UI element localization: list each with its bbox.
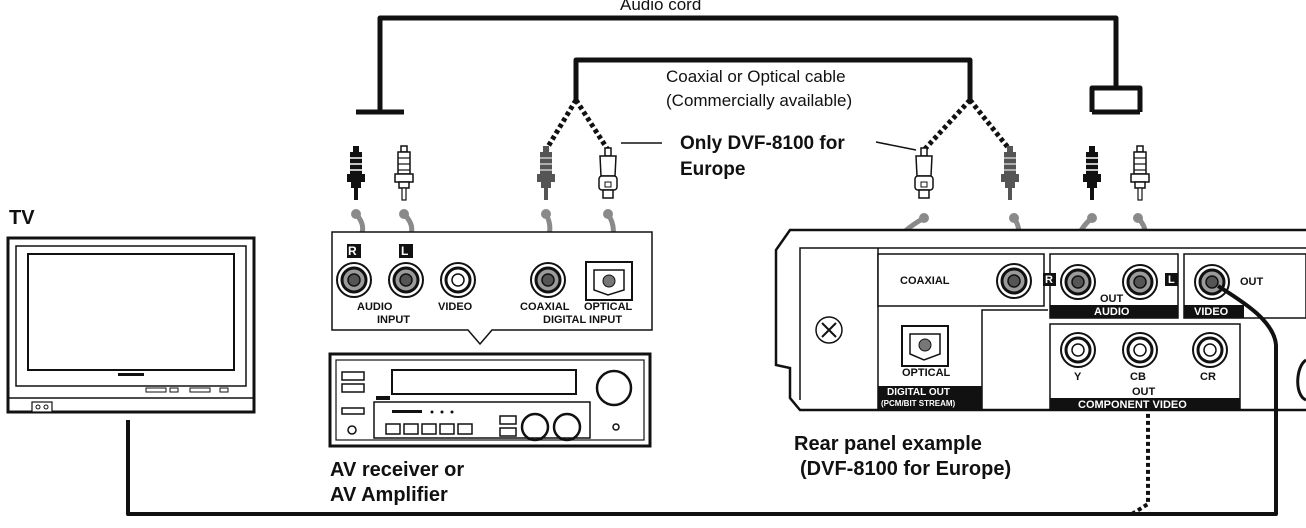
player-component-out-label: OUT xyxy=(1132,386,1156,398)
only-model-label-line2: Europe xyxy=(680,159,746,180)
player-pcm-bitstream-label: (PCM/BIT STREAM) xyxy=(881,399,956,408)
player-video-label: VIDEO xyxy=(1194,306,1229,318)
player-component-video-label: COMPONENT VIDEO xyxy=(1078,399,1187,411)
receiver-digital-input-label: DIGITAL INPUT xyxy=(543,314,623,326)
receiver-plugs xyxy=(346,145,618,201)
player-plugs xyxy=(914,145,1150,201)
player-coaxial-label: COAXIAL xyxy=(900,275,950,287)
player-badge-l: L xyxy=(1168,274,1175,286)
tv-label: TV xyxy=(9,207,35,229)
player-y-label: Y xyxy=(1074,371,1082,383)
rear-panel-label-line2: (DVF-8100 for Europe) xyxy=(800,458,1012,480)
receiver-label-line2: AV Amplifier xyxy=(330,484,448,506)
player-cr-label: CR xyxy=(1200,371,1216,383)
receiver-label-line1: AV receiver or xyxy=(330,459,465,481)
receiver-audio-label: AUDIO xyxy=(357,301,393,313)
player-digital-out-label: DIGITAL OUT xyxy=(887,387,950,398)
coax-optical-cable xyxy=(543,57,1012,152)
receiver-input-panel xyxy=(331,231,653,346)
player-video-out-label: OUT xyxy=(1240,276,1264,288)
rear-panel-label-line1: Rear panel example xyxy=(794,433,982,455)
av-receiver xyxy=(328,352,652,448)
receiver-badge-l: L xyxy=(401,244,409,258)
dvd-rear-panel xyxy=(774,228,1306,412)
player-audio-label: AUDIO xyxy=(1094,306,1130,318)
coax-cable-label-line1: Coaxial or Optical cable xyxy=(666,67,846,86)
player-cb-label: CB xyxy=(1130,371,1146,383)
receiver-optical-label: OPTICAL xyxy=(584,301,633,313)
receiver-input-label: INPUT xyxy=(377,314,410,326)
audio-cord-label: Audio cord xyxy=(620,0,702,14)
receiver-coaxial-label: COAXIAL xyxy=(520,301,570,313)
video-cables xyxy=(126,284,1278,516)
receiver-video-label: VIDEO xyxy=(438,301,473,313)
player-badge-r: R xyxy=(1045,274,1053,286)
tv xyxy=(6,236,256,414)
audio-cord xyxy=(356,15,1143,115)
player-optical-label: OPTICAL xyxy=(902,367,951,379)
only-model-label-line1: Only DVF-8100 for xyxy=(680,133,845,154)
receiver-badge-r: R xyxy=(348,244,357,258)
player-audio-out-label: OUT xyxy=(1100,293,1124,305)
coax-cable-label-line2: (Commercially available) xyxy=(666,91,853,110)
